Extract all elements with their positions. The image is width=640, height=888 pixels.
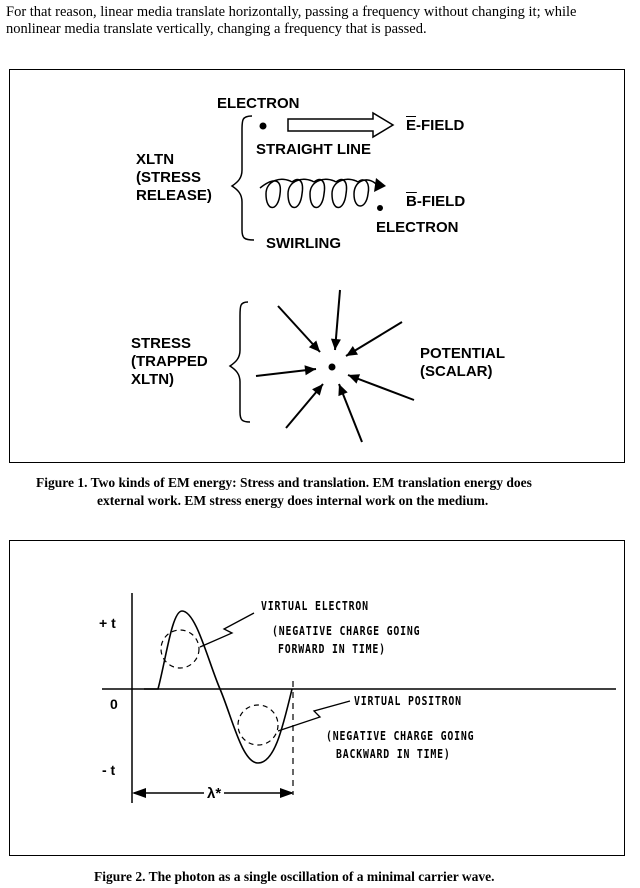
zero-label: 0 <box>110 696 118 712</box>
figure-1-drawing <box>228 111 415 443</box>
e-field-arrow <box>287 111 395 139</box>
converging-arrow-head <box>304 365 316 376</box>
figure-1-caption-line-1: Figure 1. Two kinds of EM energy: Stress… <box>36 475 532 490</box>
potential-label-1: POTENTIAL <box>420 345 505 362</box>
positron-leader <box>277 700 351 732</box>
stress-brace <box>228 301 251 423</box>
converging-arrow-head <box>346 346 358 356</box>
converging-arrow-head <box>330 338 341 350</box>
xltn-label-3: RELEASE) <box>136 187 212 204</box>
plus-t-label: + t <box>99 615 116 631</box>
carrier-wave <box>144 610 293 764</box>
electron-label-bottom: ELECTRON <box>376 219 459 236</box>
figure-2-drawing <box>102 593 616 803</box>
electron-dot-top <box>259 122 267 130</box>
straight-line-label: STRAIGHT LINE <box>256 141 371 158</box>
virtual-positron-label: VIRTUAL POSITRON <box>354 694 462 708</box>
coil-arrowhead <box>374 178 386 192</box>
virtual-electron-circle <box>160 629 200 669</box>
potential-center-dot <box>328 363 336 371</box>
converging-arrow-head <box>312 384 323 396</box>
converging-arrows <box>255 289 415 443</box>
xltn-label-2: (STRESS <box>136 169 202 186</box>
stress-label-3: XLTN) <box>131 371 175 388</box>
figure-1-box: ELECTRON E-FIELD STRAIGHT LINE XLTN (STR… <box>9 69 625 463</box>
swirl-coil <box>259 178 377 209</box>
figure-2-box: + t 0 - t λ* VIRTUAL ELECTRON (NEGATIVE … <box>9 540 625 856</box>
e-field-label: E-FIELD <box>406 117 465 134</box>
intro-paragraph: For that reason, linear media translate … <box>6 4 577 37</box>
negative-forward-line-1: (NEGATIVE CHARGE GOING <box>272 624 421 638</box>
electron-dot-bottom <box>377 205 383 211</box>
lambda-arrow-left <box>132 788 146 798</box>
figure-1-caption-line-2: external work. EM stress energy does int… <box>97 493 489 508</box>
electron-label-top: ELECTRON <box>217 95 300 112</box>
converging-arrow-head <box>348 374 361 384</box>
stress-label-2: (TRAPPED <box>131 353 208 370</box>
potential-label-2: (SCALAR) <box>420 363 493 380</box>
virtual-electron-label: VIRTUAL ELECTRON <box>261 599 369 613</box>
negative-forward-line-2: FORWARD IN TIME) <box>278 642 386 656</box>
converging-arrow-head <box>308 340 320 352</box>
xltn-label-1: XLTN <box>136 151 175 168</box>
converging-arrow-head <box>338 384 348 397</box>
minus-t-label: - t <box>102 762 116 778</box>
converging-arrow-line <box>347 374 415 401</box>
swirling-label: SWIRLING <box>266 235 341 252</box>
lambda-arrow-right <box>280 788 294 798</box>
negative-backward-line-2: BACKWARD IN TIME) <box>336 747 451 761</box>
figure-2-caption: Figure 2. The photon as a single oscilla… <box>94 869 495 884</box>
xltn-brace <box>230 115 255 241</box>
negative-backward-line-1: (NEGATIVE CHARGE GOING <box>326 729 475 743</box>
stress-label-1: STRESS <box>131 335 192 352</box>
lambda-label: λ* <box>204 785 225 803</box>
b-field-label: B-FIELD <box>406 193 466 210</box>
virtual-positron-circle <box>237 704 279 746</box>
electron-leader <box>199 612 255 648</box>
